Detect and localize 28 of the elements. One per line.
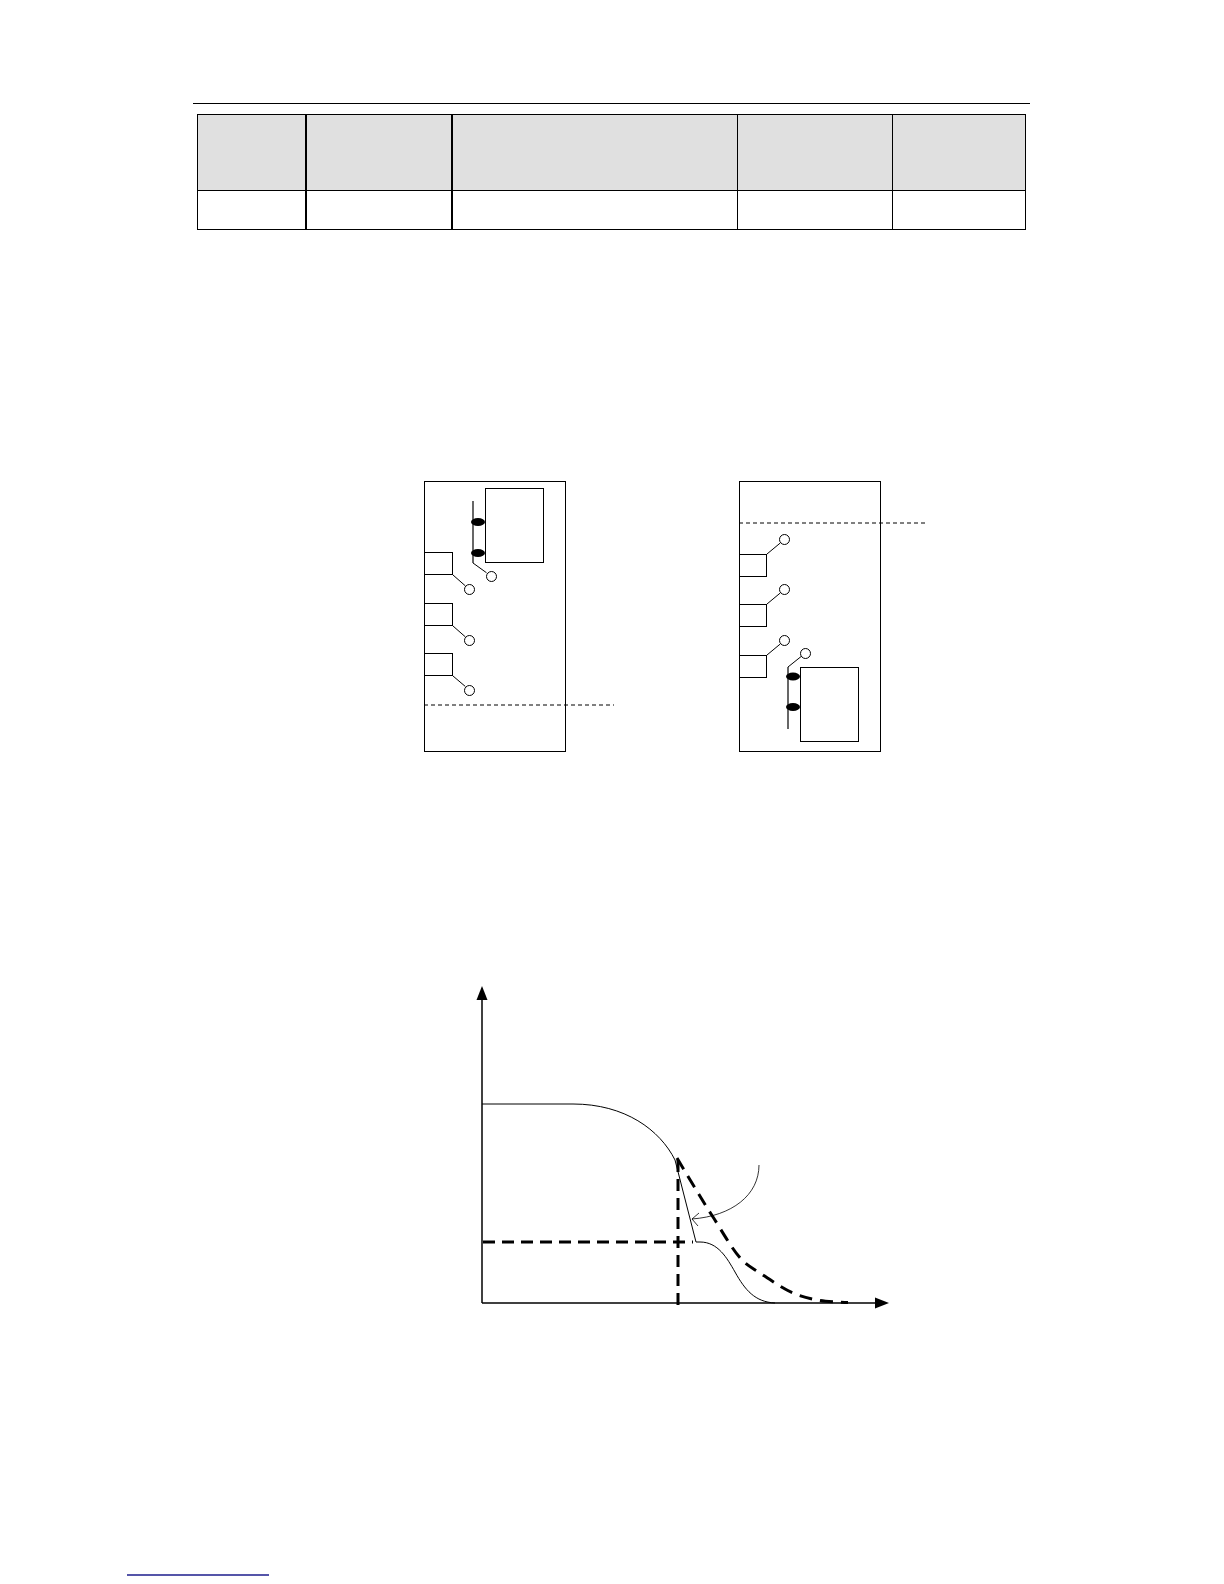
leader-line xyxy=(766,542,781,555)
callout-circle xyxy=(779,584,790,595)
connector-box xyxy=(424,603,453,626)
component-box xyxy=(485,488,544,563)
callout-circle xyxy=(485,570,497,582)
callout-circle xyxy=(464,584,475,595)
callout-circle xyxy=(464,684,475,696)
callout-circle xyxy=(779,635,790,646)
connector-box xyxy=(739,655,767,678)
leader-line xyxy=(452,675,466,687)
panel-outline xyxy=(424,481,566,752)
leader-line xyxy=(452,625,466,638)
panel-outline xyxy=(739,481,881,752)
terminal-strip-drawing xyxy=(471,501,485,563)
component-box xyxy=(800,667,859,742)
leader-line xyxy=(787,655,802,668)
leader-line xyxy=(452,574,466,587)
callout-circle xyxy=(779,534,790,545)
connector-box xyxy=(424,552,453,575)
leader-line xyxy=(766,592,781,605)
connector-box xyxy=(739,604,767,627)
leader-line xyxy=(472,562,488,574)
connector-box xyxy=(739,554,767,577)
terminal-strip-drawing xyxy=(786,667,800,729)
leader-line xyxy=(766,643,781,656)
connector-box xyxy=(424,653,453,676)
callout-circle xyxy=(464,635,475,646)
callout-circle xyxy=(800,647,811,659)
